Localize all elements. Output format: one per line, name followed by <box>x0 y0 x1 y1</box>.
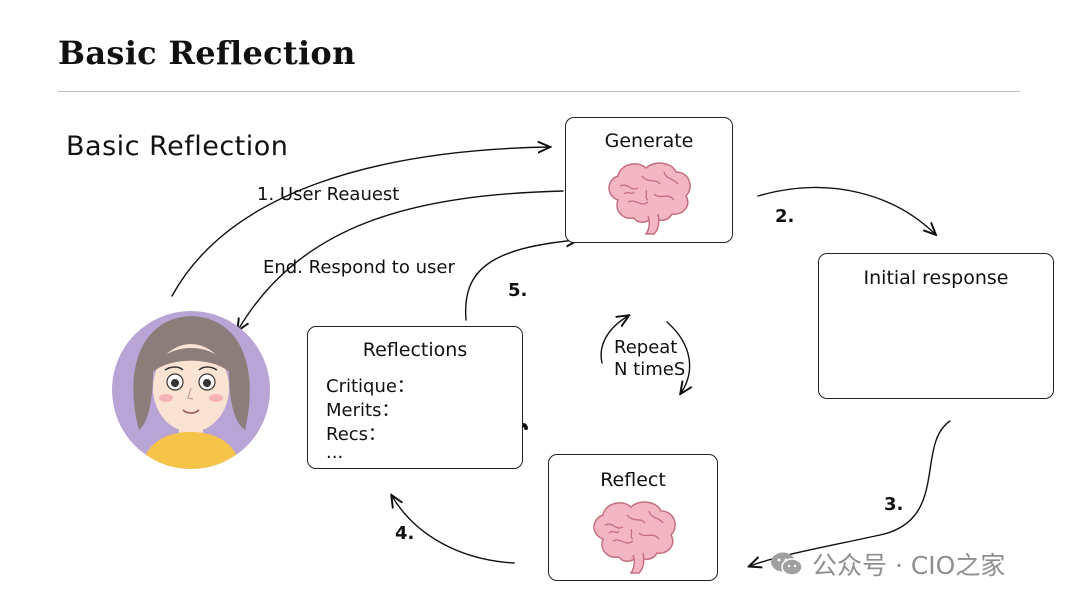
page-title: Basic Reflection <box>58 34 356 72</box>
reflect-node-title: Reflect <box>600 469 666 491</box>
user-avatar-icon <box>112 311 270 469</box>
repeat-times-label: N timeS <box>614 359 686 380</box>
generate-node-title: Generate <box>604 130 694 152</box>
initial-response-title: Initial response <box>863 267 1009 289</box>
brain-icon <box>593 501 676 574</box>
step-5-label: 5. <box>508 280 528 301</box>
reflect-node: Reflect <box>548 454 718 581</box>
arrow-user-request <box>171 147 549 297</box>
step-3-label: 3. <box>884 494 904 515</box>
respond-to-user-label: End. Respond to user <box>263 257 455 278</box>
repeat-label: Repeat <box>614 337 678 358</box>
arrow-step2 <box>757 186 935 234</box>
reflection-line-recs: Recs： <box>326 424 387 445</box>
generate-node: Generate <box>565 117 733 243</box>
brain-icon <box>608 162 691 235</box>
watermark: 公众号 · CIO之家 <box>770 546 1005 582</box>
reflection-line-merits: Merits： <box>326 400 400 421</box>
reflections-title: Reflections <box>362 339 468 361</box>
title-divider <box>58 91 1020 92</box>
user-request-label: 1. User Reauest <box>257 184 400 205</box>
reflections-node: Reflections Critique： Merits： Recs： ... <box>307 326 523 469</box>
step-4-label: 4. <box>395 523 415 544</box>
arrow-step4 <box>392 496 515 564</box>
wechat-icon <box>771 552 803 576</box>
reflection-line-critique: Critique： <box>326 376 415 397</box>
arrow-repeat-right <box>666 321 690 393</box>
reflection-line-more: ... <box>326 442 344 463</box>
watermark-text: 公众号 · CIO之家 <box>812 551 1006 580</box>
arrow-respond <box>238 190 564 330</box>
diagram-heading: Basic Reflection <box>66 131 289 162</box>
arrow-repeat-left <box>600 316 628 364</box>
arrow-step3 <box>750 420 951 566</box>
step-2-label: 2. <box>775 206 795 227</box>
initial-response-node: Initial response <box>818 253 1054 399</box>
arrow-step5 <box>464 240 577 321</box>
